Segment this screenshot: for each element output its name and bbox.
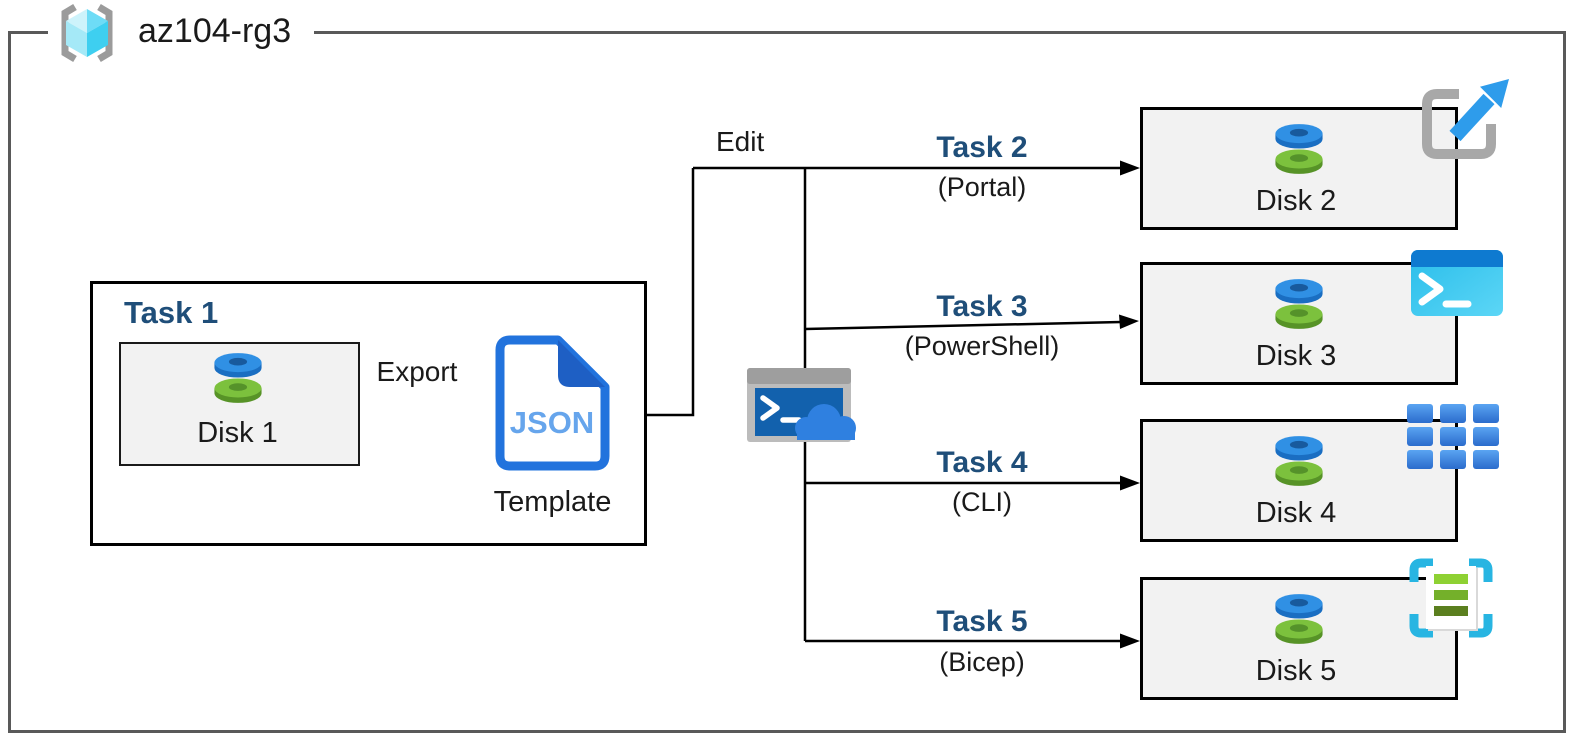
resource-group-icon — [61, 3, 113, 63]
export-label: Export — [376, 356, 458, 387]
managed-disk-icon — [1266, 590, 1332, 648]
arrowhead-task5 — [1120, 633, 1140, 649]
disk3-label: Disk 3 — [1255, 340, 1337, 372]
task2-method: (Portal) — [937, 172, 1027, 202]
cloud-shell-icon — [747, 368, 856, 442]
arrowhead-task2 — [1120, 160, 1140, 176]
managed-disk-icon — [1266, 432, 1332, 490]
cloud-glyph — [795, 404, 856, 440]
azure-cli-icon — [1407, 404, 1499, 469]
connector-template-to-edit — [647, 168, 695, 417]
disk2-label: Disk 2 — [1255, 185, 1337, 217]
powershell-icon — [1411, 250, 1503, 316]
task5-method: (Bicep) — [939, 647, 1025, 677]
managed-disk-icon — [1266, 275, 1332, 333]
task5-label: Task 5 — [936, 605, 1028, 638]
task4-label: Task 4 — [936, 446, 1028, 479]
json-icon-text: JSON — [510, 405, 594, 440]
bicep-template-icon — [1409, 558, 1493, 638]
arrowhead-task4 — [1120, 475, 1140, 491]
edit-label: Edit — [716, 126, 765, 157]
resource-group-frame — [8, 31, 1566, 733]
disk1-label: Disk 1 — [197, 417, 278, 449]
resource-group-title: az104-rg3 — [138, 12, 292, 50]
template-label: Template — [493, 486, 612, 518]
disk5-label: Disk 5 — [1255, 655, 1337, 687]
export-template-icon — [1422, 79, 1509, 159]
arrowhead-task3 — [1119, 314, 1139, 329]
task3-label: Task 3 — [936, 290, 1028, 323]
managed-disk-icon — [205, 349, 271, 407]
task1-title: Task 1 — [124, 295, 219, 330]
task2-label: Task 2 — [936, 131, 1028, 164]
json-template-icon: JSON — [495, 335, 610, 471]
connector-task3 — [804, 320, 1122, 331]
disk4-label: Disk 4 — [1255, 497, 1337, 529]
task4-method: (CLI) — [952, 487, 1012, 517]
managed-disk-icon — [1266, 120, 1332, 178]
task3-method: (PowerShell) — [904, 331, 1060, 361]
frame-title-gap — [48, 27, 314, 38]
